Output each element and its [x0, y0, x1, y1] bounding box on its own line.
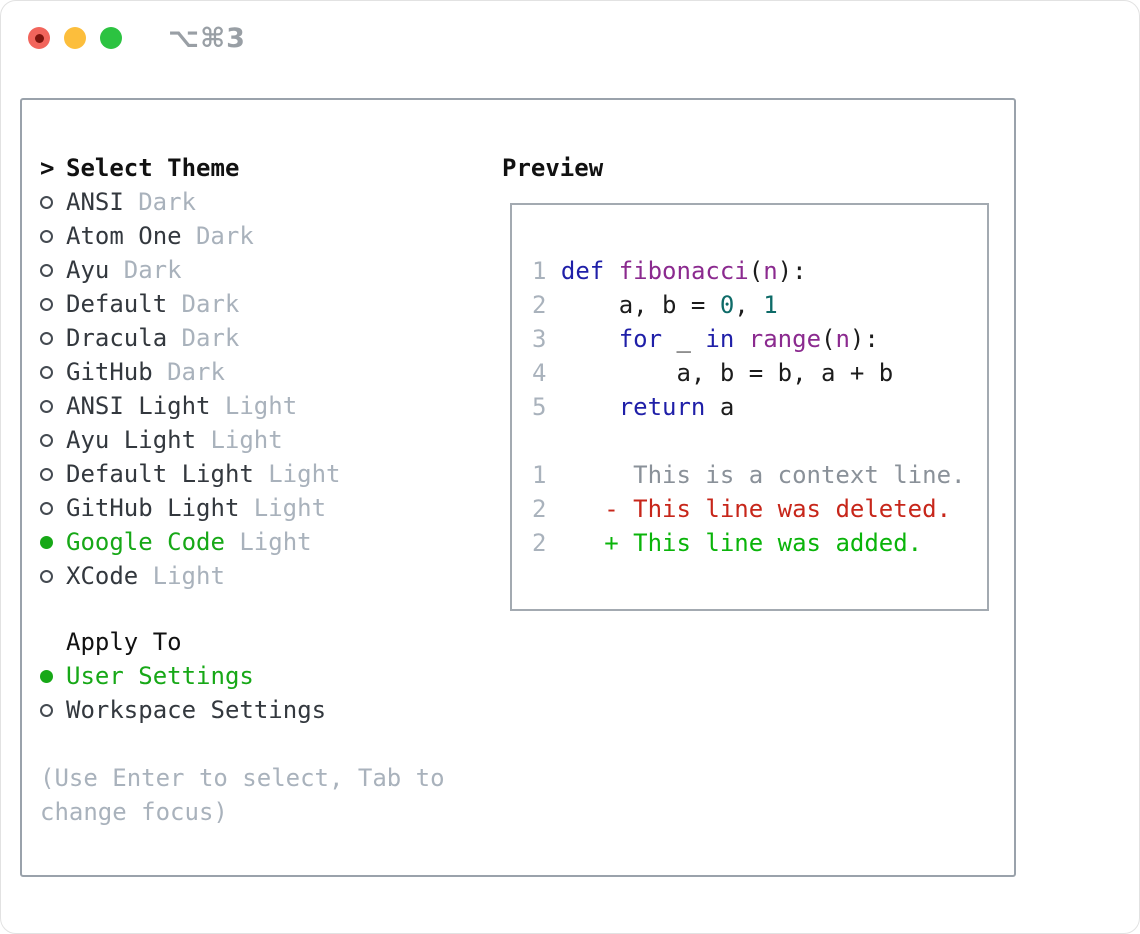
line-number: 2: [532, 495, 547, 523]
preview-header: Preview: [502, 154, 604, 182]
theme-variant-tag: Light: [239, 528, 312, 556]
radio-icon: [40, 331, 66, 345]
radio-icon: [40, 263, 66, 277]
apply-to-name: User Settings: [66, 662, 254, 690]
code-line: 5 return a: [532, 393, 735, 421]
theme-option[interactable]: Ayu Dark: [40, 253, 480, 287]
theme-variant-tag: Light: [224, 392, 298, 420]
diff-line: 1 This is a context line.: [532, 461, 966, 489]
theme-name: Atom One: [66, 222, 182, 250]
select-theme-header: Select Theme: [66, 154, 240, 182]
radio-icon: [40, 399, 66, 413]
window-title: ⌥⌘3: [168, 22, 246, 54]
theme-variant-tag: Dark: [195, 222, 254, 250]
radio-icon: [40, 297, 66, 311]
preview-header-row: Preview: [502, 151, 994, 185]
theme-name: Google Code: [66, 528, 225, 556]
radio-icon: [40, 229, 66, 243]
theme-variant-tag: Light: [253, 494, 327, 522]
spacer: [532, 424, 965, 458]
radio-icon: [40, 535, 66, 549]
apply-to-header-row: Apply To: [40, 625, 480, 659]
theme-name: XCode: [66, 562, 139, 590]
window-titlebar: ⌥⌘3: [1, 1, 1139, 75]
close-button[interactable]: [28, 27, 50, 49]
theme-option[interactable]: Ayu Light Light: [40, 423, 480, 457]
apply-to-name: Workspace Settings: [66, 696, 327, 724]
line-number: 5: [532, 393, 547, 421]
theme-name: GitHub Light: [66, 494, 240, 522]
line-number: 2: [532, 529, 547, 557]
record-dot-icon: [34, 33, 44, 43]
apply-to-option[interactable]: User Settings: [40, 659, 480, 693]
theme-option[interactable]: GitHub Light Light: [40, 491, 480, 525]
theme-name: GitHub: [66, 358, 153, 386]
diff-preview: 1 This is a context line. 2 - This line w…: [532, 458, 965, 560]
radio-icon: [40, 467, 66, 481]
line-number: 2: [532, 291, 547, 319]
apply-to-header: Apply To: [66, 628, 182, 656]
line-number: 1: [532, 461, 547, 489]
keyboard-hint: (Use Enter to select, Tab to change focu…: [40, 764, 445, 826]
theme-option[interactable]: Google Code Light: [40, 525, 480, 559]
theme-name: ANSI Light: [66, 392, 211, 420]
theme-variant-tag: Light: [210, 426, 283, 454]
theme-option[interactable]: Default Dark: [40, 287, 480, 321]
select-theme-header-row: > Select Theme: [40, 151, 480, 185]
theme-variant-tag: Dark: [181, 324, 240, 352]
radio-icon: [40, 669, 66, 683]
theme-option[interactable]: Dracula Dark: [40, 321, 480, 355]
theme-variant-tag: Dark: [123, 256, 182, 284]
theme-name: Ayu Light: [66, 426, 197, 454]
radio-icon: [40, 703, 66, 717]
theme-option[interactable]: Default Light Light: [40, 457, 480, 491]
theme-variant-tag: Light: [152, 562, 225, 590]
theme-variant-tag: Dark: [138, 188, 196, 216]
theme-option[interactable]: GitHub Dark: [40, 355, 480, 389]
maximize-button[interactable]: [100, 27, 122, 49]
theme-name: ANSI: [66, 188, 124, 216]
theme-name: Default Light: [66, 460, 254, 488]
line-number: 1: [532, 257, 547, 285]
code-line: 3 for _ in range(n):: [532, 325, 879, 353]
spacer: [40, 593, 480, 625]
theme-option[interactable]: ANSI Dark: [40, 185, 480, 219]
radio-icon: [40, 365, 66, 379]
theme-name: Dracula: [66, 324, 168, 352]
radio-icon: [40, 501, 66, 515]
theme-option[interactable]: Atom One Dark: [40, 219, 480, 253]
theme-variant-tag: Light: [268, 460, 341, 488]
radio-icon: [40, 195, 66, 209]
apply-to-option[interactable]: Workspace Settings: [40, 693, 480, 727]
diff-line: 2 + This line was added.: [532, 529, 923, 557]
diff-line: 2 - This line was deleted.: [532, 495, 952, 523]
line-number: 3: [532, 325, 547, 353]
code-line: 2 a, b = 0, 1: [532, 291, 778, 319]
minimize-button[interactable]: [64, 27, 86, 49]
code-line: 4 a, b = b, a + b: [532, 359, 894, 387]
radio-icon: [40, 433, 66, 447]
theme-variant-tag: Dark: [167, 358, 225, 386]
theme-option[interactable]: ANSI Light Light: [40, 389, 480, 423]
theme-option[interactable]: XCode Light: [40, 559, 480, 593]
theme-variant-tag: Dark: [181, 290, 240, 318]
radio-icon: [40, 569, 66, 583]
line-number: 4: [532, 359, 547, 387]
cursor-indicator: >: [40, 154, 55, 182]
theme-name: Default: [66, 290, 168, 318]
theme-name: Ayu: [66, 256, 110, 284]
